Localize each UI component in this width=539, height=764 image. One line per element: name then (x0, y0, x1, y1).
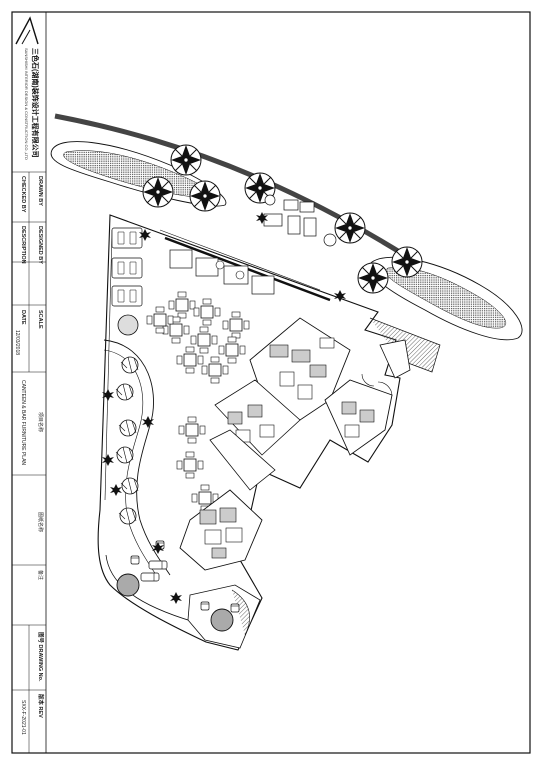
scale-label: SCALE (37, 310, 43, 329)
curved-lounge (102, 339, 171, 579)
company-name-cn: 三色石(湖南)装饰设计工程有限公司 (31, 48, 38, 158)
checked-by-label: CHECKED BY (20, 176, 26, 213)
date-value: 12/03/2018 (14, 330, 20, 356)
bottom-terrace (187, 584, 261, 649)
drawn-by-label: DRAWN BY (37, 176, 43, 206)
remarks-label: 备注 (37, 570, 43, 581)
drawing-name-label: 图纸名称 (37, 512, 43, 533)
planter-right (369, 256, 523, 341)
umbrella-icon (391, 246, 423, 278)
right-rooms (324, 339, 411, 456)
prep-block (179, 489, 263, 571)
designed-by-label: DESIGNED BY (37, 226, 43, 264)
drawing-title: CANTEEN & BAR FURNITURE PLAN (20, 380, 26, 466)
umbrella-icon (189, 180, 221, 212)
drawing-no-label: 图号 DRAWING No. (37, 632, 43, 682)
revision-label: 版本 REV (37, 694, 43, 718)
company-name-en: SANSHISHI INTERIOR DESIGN & CONSTRUCTION… (24, 48, 29, 160)
umbrella-icon (142, 176, 174, 208)
deck-furniture (263, 194, 337, 247)
bar-counter (164, 236, 331, 302)
project-label: 项目名称 (37, 412, 43, 433)
planter-left (50, 141, 227, 207)
corner-lounge (105, 540, 206, 626)
booth-seating (111, 227, 143, 336)
date-label: DATE (20, 310, 26, 325)
umbrella-icon (334, 212, 366, 244)
umbrella-icon (170, 144, 202, 176)
drawing-no-value: SXX-F-2021-01 (20, 700, 26, 735)
description-label: DESCRIPTION (20, 226, 26, 264)
kitchen-block (209, 317, 351, 491)
umbrella-icon (357, 262, 389, 294)
company-logo (15, 16, 39, 45)
